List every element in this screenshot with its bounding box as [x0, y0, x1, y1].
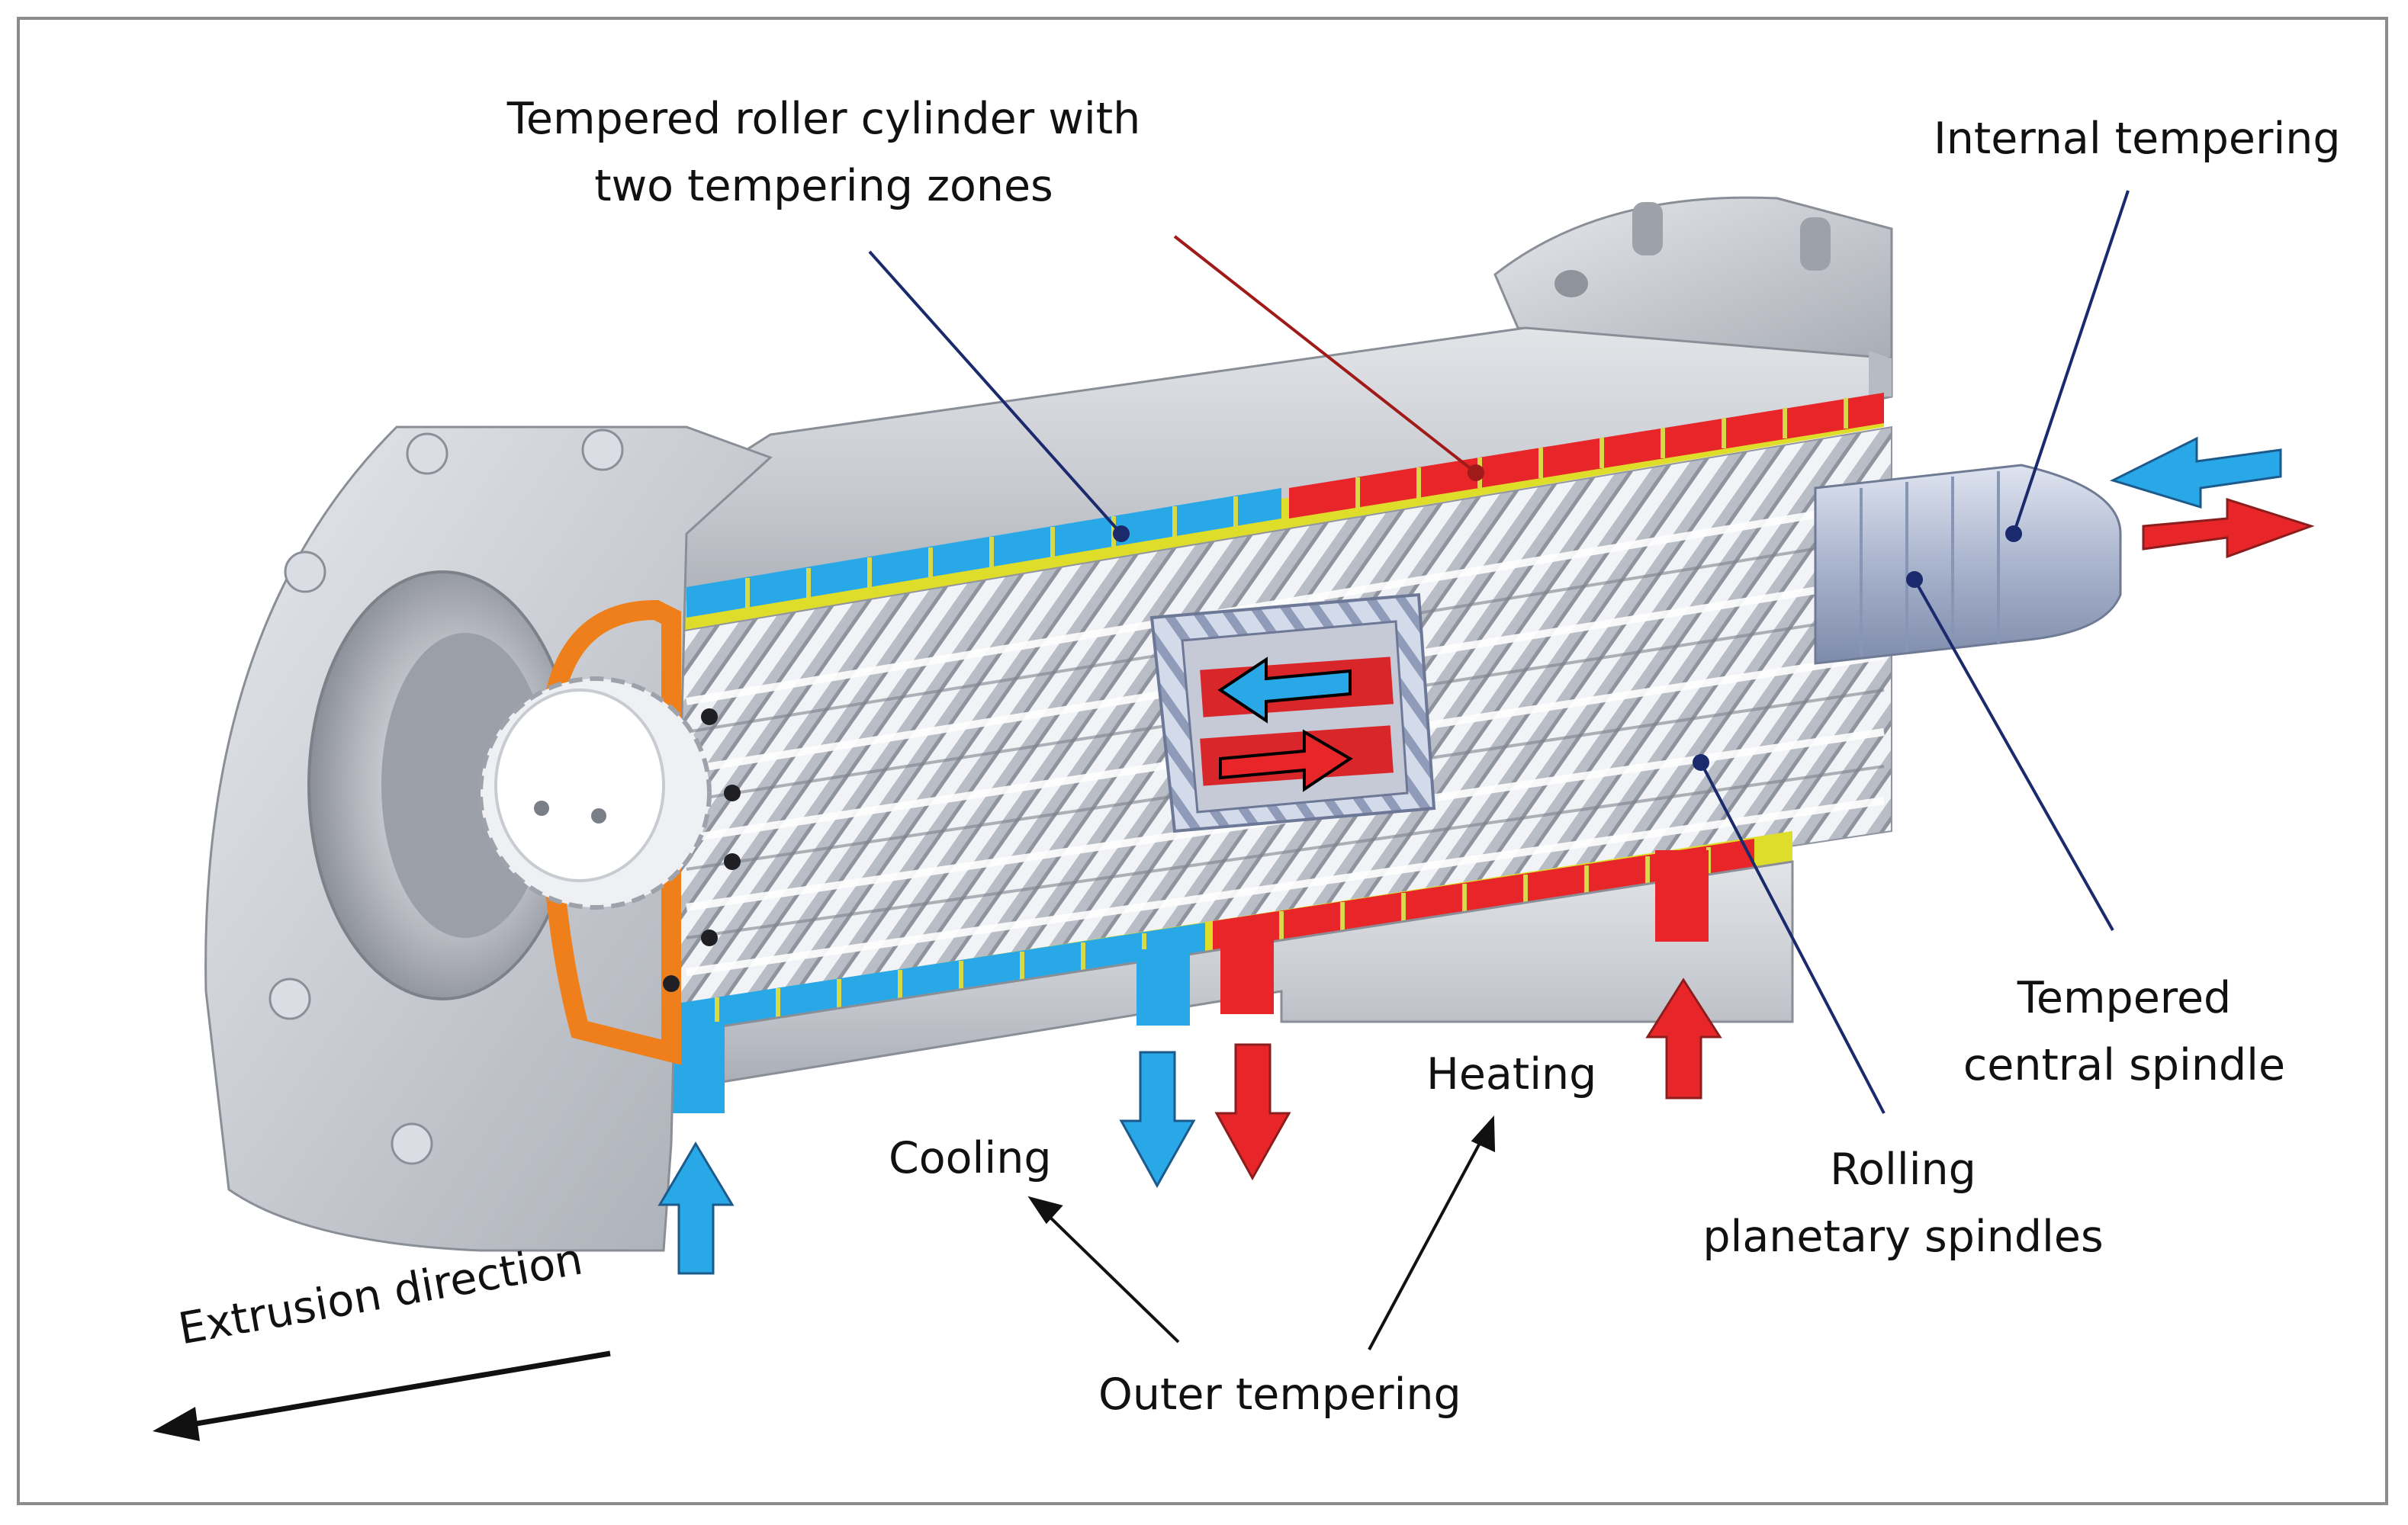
planetary-gear-cap [478, 676, 741, 992]
inner-flow-arrow-cooling [1217, 657, 1352, 724]
figure-frame [17, 17, 2388, 1505]
heating-outlet-arrow [1214, 1043, 1291, 1181]
upper-tempering-channels [671, 393, 1884, 633]
label-central-spindle-line1: Tempered [2017, 973, 2232, 1023]
heating-inlet-arrow [1645, 978, 1722, 1100]
label-roller-cylinder-line2: two tempering zones [594, 161, 1053, 211]
label-outer-tempering: Outer tempering [1098, 1369, 1461, 1420]
central-spindle-shaft [1814, 464, 2122, 665]
inner-flow-arrow-heating [1219, 729, 1353, 792]
label-roller-cylinder: Tempered roller cylinder with two temper… [488, 85, 1159, 220]
label-planetary-spindles: Rolling planetary spindles [1674, 1136, 2132, 1270]
outer-tempering-pointers [1027, 1115, 1496, 1350]
label-cooling: Cooling [889, 1133, 1052, 1183]
label-tempered-central-spindle: Tempered central spindle [1949, 965, 2300, 1099]
leader-lines [868, 190, 2130, 1114]
label-planetary-line2: planetary spindles [1702, 1212, 2104, 1262]
label-roller-cylinder-line1: Tempered roller cylinder with [506, 94, 1141, 144]
lower-tempering-channels [601, 831, 1794, 1123]
internal-inflow-arrow-cooling [2109, 436, 2282, 509]
internal-outflow-arrow-heating [2142, 497, 2315, 559]
cooling-inlet-arrow [657, 1141, 735, 1275]
cooling-outlet-arrow [1119, 1051, 1196, 1189]
central-spindle-window [1149, 592, 1436, 833]
extrusion-direction-arrow [153, 1350, 611, 1441]
label-planetary-line1: Rolling [1830, 1145, 1976, 1195]
rear-flange [1493, 196, 1893, 360]
label-central-spindle-line2: central spindle [1963, 1040, 2286, 1090]
label-internal-tempering: Internal tempering [1934, 114, 2341, 164]
label-heating: Heating [1426, 1049, 1597, 1100]
